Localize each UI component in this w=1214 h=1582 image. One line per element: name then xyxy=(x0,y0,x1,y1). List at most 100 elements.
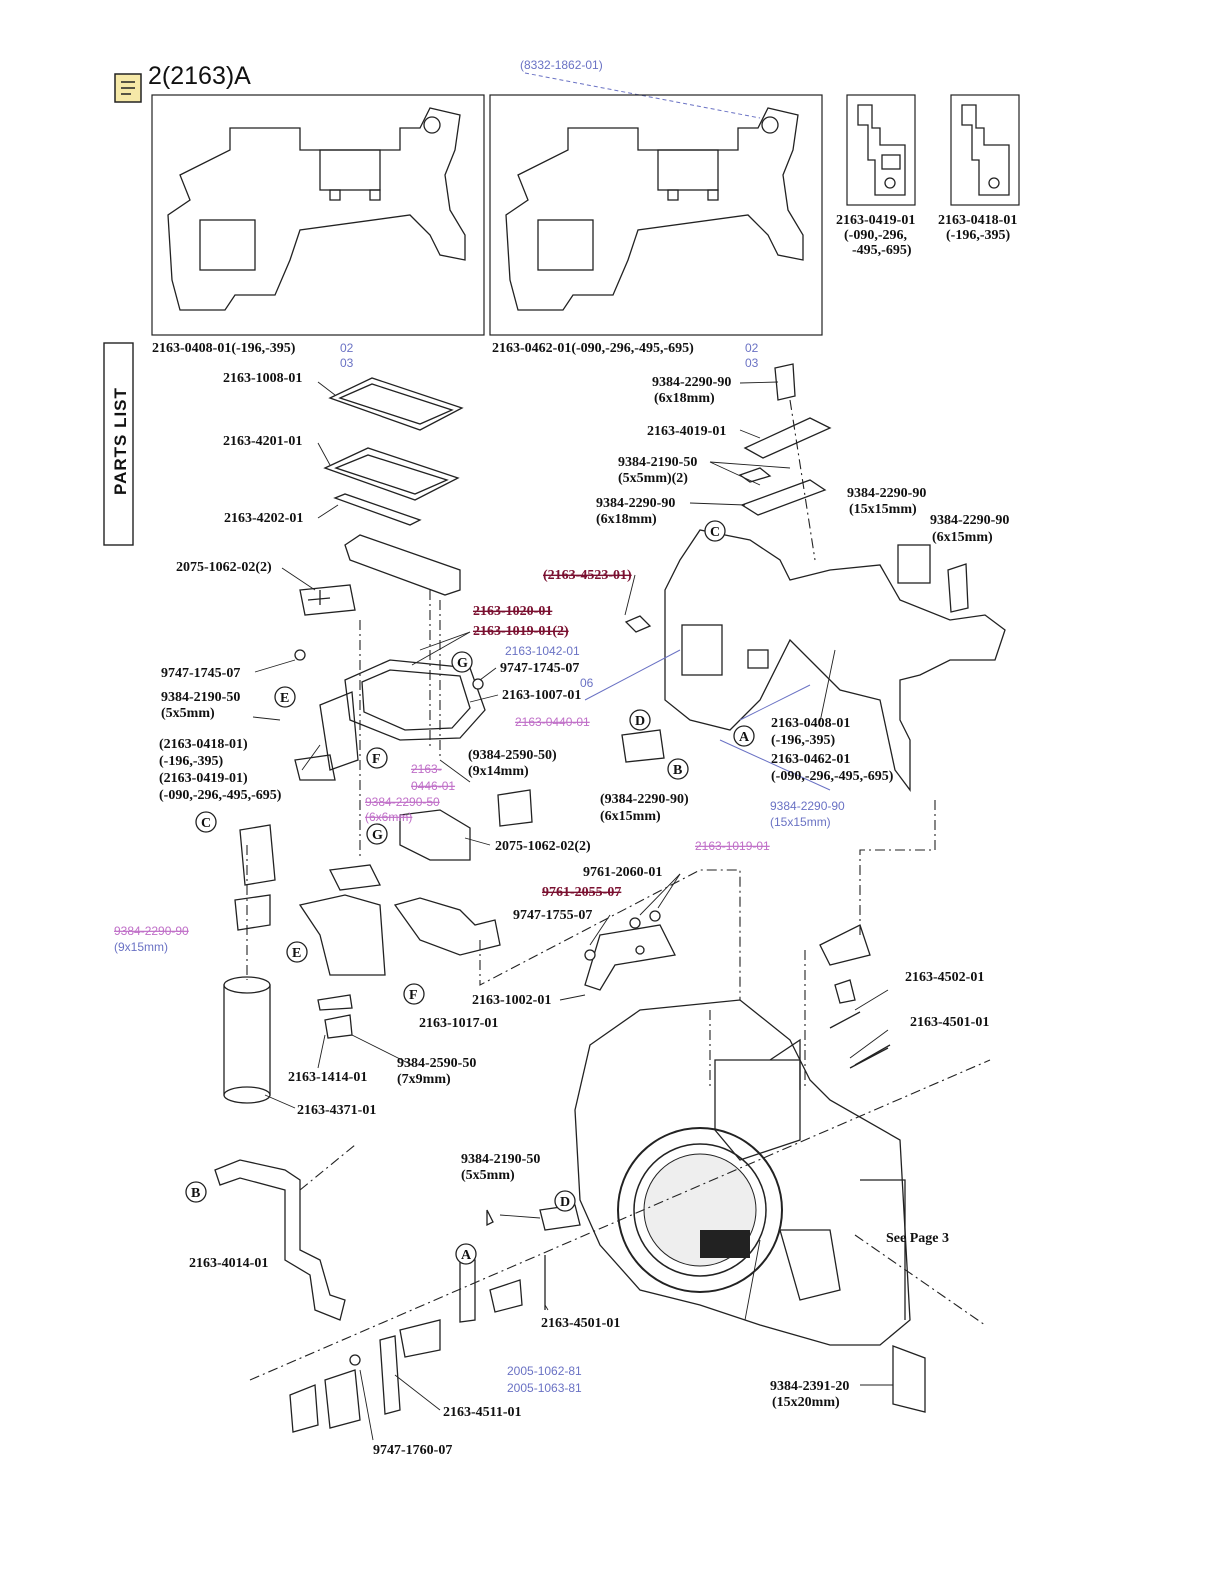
label-2163-4014-01: 2163-4014-01 xyxy=(189,1256,268,1271)
label-9384-2190-50-b-0: 9384-2190-50 xyxy=(618,455,697,470)
label-9384-2290-90-e-1: (15x15mm) xyxy=(849,502,917,517)
label-2163-0440-01: 2163-0440-01 xyxy=(515,715,590,729)
parts-list-label: PARTS LIST xyxy=(111,387,130,495)
flex-board-box-4: 2163-0418-01 (-196,-395) xyxy=(938,94,1020,243)
label-2005-1062-81: 2005-1062-81 xyxy=(507,1364,582,1378)
parts-list-tab[interactable]: PARTS LIST xyxy=(103,342,134,546)
label-see-page-3: See Page 3 xyxy=(886,1231,949,1246)
label-9384-2190-50-a-1: (5x5mm) xyxy=(161,706,215,721)
label-9384-2290-90-top-1: (6x18mm) xyxy=(654,391,715,406)
label-2163-1008-01: 2163-1008-01 xyxy=(223,371,302,386)
box4-label-1: (-196,-395) xyxy=(946,228,1010,243)
ref-circle-e-upper: E xyxy=(274,686,296,708)
svg-text:A: A xyxy=(461,1248,472,1263)
label-2163-0462-01-0: 2163-0462-01 xyxy=(771,752,850,767)
box4-label-0: 2163-0418-01 xyxy=(938,213,1017,228)
ref-circle-f-upper: F xyxy=(366,747,388,769)
ref-circles: C G E D A B F C xyxy=(185,520,755,1265)
label-2163-1002-01: 2163-1002-01 xyxy=(472,993,551,1008)
ref-circle-g-upper: G xyxy=(451,651,473,673)
label-9384-2190-50-c-0: 9384-2190-50 xyxy=(461,1152,540,1167)
screws xyxy=(294,649,661,1366)
ref-circle-c-upper: C xyxy=(704,520,726,542)
box1-note-b: 03 xyxy=(340,356,354,370)
ref-circle-d-lower: D xyxy=(554,1190,576,1212)
label-9747-1760-07: 9747-1760-07 xyxy=(373,1443,452,1458)
label-2163-1019-01-b: 2163-1019-01 xyxy=(695,839,770,853)
label-2163-4523-01: (2163-4523-01) xyxy=(543,568,632,583)
document-header: 2(2163)A (8332-1862-01) xyxy=(114,58,761,119)
label-2163-0408-01-1: (-196,-395) xyxy=(771,733,835,748)
label-9747-1745-07-a: 9747-1745-07 xyxy=(161,666,240,681)
label-9384-2290-90-h-0: 9384-2290-90 xyxy=(770,799,845,813)
label-2163-1414-01: 2163-1414-01 xyxy=(288,1070,367,1085)
label-2163-1017-01: 2163-1017-01 xyxy=(419,1016,498,1031)
svg-text:E: E xyxy=(292,946,301,961)
label-9384-2590-50-a-1: (9x14mm) xyxy=(468,764,529,779)
box3-label-2: -495,-695) xyxy=(852,243,912,258)
svg-text:F: F xyxy=(409,988,418,1003)
label-2163-0462-01-1: (-090,-296,-495,-695) xyxy=(771,769,894,784)
box2-note-a: 02 xyxy=(745,341,759,355)
label-9384-2590-50-a-0: (9384-2590-50) xyxy=(468,748,557,763)
label-9761-2060-01: 9761-2060-01 xyxy=(583,865,662,880)
label-06: 06 xyxy=(580,676,594,690)
svg-text:C: C xyxy=(201,816,211,831)
camera-body xyxy=(479,869,986,1413)
label-0418-group-1: (-196,-395) xyxy=(159,754,223,769)
label-0418-group-0: (2163-0418-01) xyxy=(159,737,248,752)
chassis-bracket xyxy=(294,584,501,1039)
label-2163-4371-01: 2163-4371-01 xyxy=(297,1103,376,1118)
label-9384-2290-90-g-1: (6x15mm) xyxy=(600,809,661,824)
svg-text:B: B xyxy=(673,763,682,778)
box3-label-1: (-090,-296, xyxy=(844,228,907,243)
label-9384-2290-90-c-0: 9384-2290-90 xyxy=(114,924,189,938)
box3-label-0: 2163-0419-01 xyxy=(836,213,915,228)
svg-text:F: F xyxy=(372,752,381,767)
box2-label: 2163-0462-01(-090,-296,-495,-695) xyxy=(492,341,694,356)
notes-icon[interactable] xyxy=(114,73,142,103)
ref-circle-e-lower: E xyxy=(286,941,308,963)
page-title: 2(2163)A xyxy=(148,62,251,90)
ref-circle-a-lower: A xyxy=(455,1243,477,1265)
label-9384-2190-50-a-0: 9384-2190-50 xyxy=(161,690,240,705)
reference-note-top: (8332-1862-01) xyxy=(520,58,603,72)
svg-text:G: G xyxy=(372,828,383,843)
label-9384-2190-50-c-1: (5x5mm) xyxy=(461,1168,515,1183)
label-9384-2290-90-d-1: (6x18mm) xyxy=(596,512,657,527)
label-2163-0446-01-0: 2163- xyxy=(411,762,442,776)
label-2075-1062-02-b: 2075-1062-02(2) xyxy=(495,839,591,854)
label-9761-2055-07: 9761-2055-07 xyxy=(542,885,621,900)
label-9384-2290-90-g-0: (9384-2290-90) xyxy=(600,792,689,807)
label-9384-2290-90-h-1: (15x15mm) xyxy=(770,815,831,829)
capacitor xyxy=(223,824,276,1104)
label-9384-2290-90-top-0: 9384-2290-90 xyxy=(652,375,731,390)
ref-circle-a-upper: A xyxy=(733,725,755,747)
main-flex-board xyxy=(584,363,1006,935)
svg-text:A: A xyxy=(739,730,750,745)
svg-text:E: E xyxy=(280,691,289,706)
label-2163-4202-01: 2163-4202-01 xyxy=(224,511,303,526)
svg-text:C: C xyxy=(710,525,720,540)
label-9384-2290-90-f-0: 9384-2290-90 xyxy=(930,513,1009,528)
label-2163-0408-01-0: 2163-0408-01 xyxy=(771,716,850,731)
label-2163-4502-01: 2163-4502-01 xyxy=(905,970,984,985)
lcd-assembly-group xyxy=(317,377,464,596)
label-9384-2190-50-b-1: (5x5mm)(2) xyxy=(618,471,688,486)
flex-board-box-1: 2163-0408-01(-196,-395) 02 03 xyxy=(151,94,485,370)
label-9384-2290-90-d-0: 9384-2290-90 xyxy=(596,496,675,511)
label-9384-2290-50-small-1: (6x6mm) xyxy=(365,810,412,824)
ref-circle-c-lower: C xyxy=(195,811,217,833)
label-2005-1063-81: 2005-1063-81 xyxy=(507,1381,582,1395)
label-9384-2391-20-0: 9384-2391-20 xyxy=(770,1379,849,1394)
label-9384-2290-50-small-0: 9384-2290-50 xyxy=(365,795,440,809)
box2-note-b: 03 xyxy=(745,356,759,370)
label-2163-4501-01-b: 2163-4501-01 xyxy=(541,1316,620,1331)
ref-circle-b-upper: B xyxy=(667,758,689,780)
box1-label: 2163-0408-01(-196,-395) xyxy=(152,341,296,356)
ref-circle-d-upper: D xyxy=(629,709,651,731)
label-9384-2290-90-f-1: (6x15mm) xyxy=(932,530,993,545)
label-2163-4501-01-a: 2163-4501-01 xyxy=(910,1015,989,1030)
svg-text:D: D xyxy=(635,714,645,729)
